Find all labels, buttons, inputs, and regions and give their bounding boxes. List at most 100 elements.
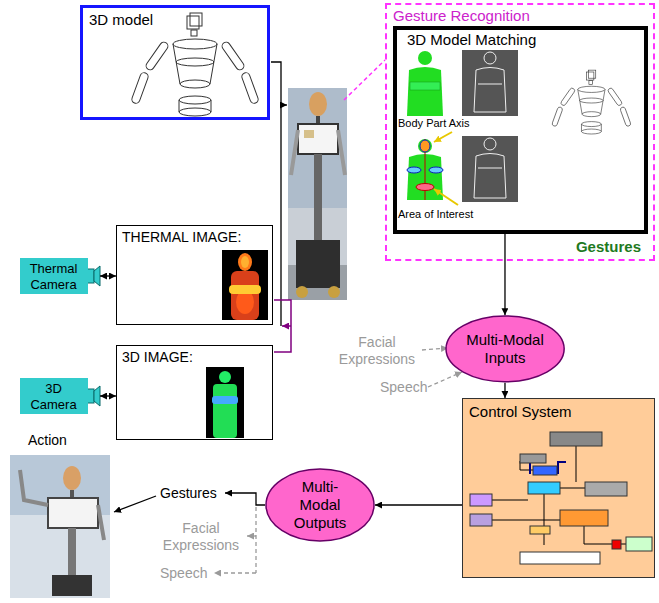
matching-pictures xyxy=(420,140,430,152)
output-label: Gestures xyxy=(576,238,641,256)
control-box: Control System xyxy=(462,398,655,578)
ellipse-label: Multi-Modal Inputs xyxy=(458,331,552,367)
robot-photo xyxy=(288,88,347,300)
matching-pictures xyxy=(434,189,458,205)
depth-picture xyxy=(212,396,238,404)
flow-arrow xyxy=(100,275,116,276)
group-title: Gesture Recognition xyxy=(393,7,647,25)
io-ellipse: Multi-Modal Outputs xyxy=(265,468,375,542)
action-photo xyxy=(68,528,76,576)
action-photo xyxy=(20,470,104,540)
matching-pictures xyxy=(410,82,440,90)
input-bracket xyxy=(282,325,291,327)
matching-pictures xyxy=(462,136,518,202)
robot-photo xyxy=(296,286,308,298)
matching-pictures xyxy=(462,50,518,116)
modality-arrows xyxy=(114,348,462,573)
control-diagram xyxy=(492,446,626,545)
modality-arrows xyxy=(114,496,156,512)
input-label: Speech xyxy=(380,379,427,396)
photo-label: Action xyxy=(28,432,67,449)
matching-pictures xyxy=(474,154,506,199)
robot-photo xyxy=(316,116,320,124)
output-label: Facial Expressions xyxy=(160,520,242,554)
depth-picture xyxy=(206,367,244,438)
input-bracket xyxy=(271,62,291,352)
thermal-picture xyxy=(241,256,249,268)
control-diagram xyxy=(462,398,655,578)
matching-pictures xyxy=(416,184,434,191)
control-diagram xyxy=(550,432,602,446)
flow-arrow xyxy=(100,395,116,396)
action-photo xyxy=(63,466,81,490)
image-box: 3D IMAGE: xyxy=(116,345,273,440)
control-diagram xyxy=(626,537,652,551)
matching-pictures xyxy=(418,51,432,65)
input-bracket xyxy=(274,300,291,352)
control-diagram xyxy=(522,462,566,474)
thermal-picture xyxy=(231,271,259,320)
matching-pictures xyxy=(478,84,502,85)
input-label: Facial Expressions xyxy=(334,334,420,368)
camera-box: Thermal Camera xyxy=(20,258,100,294)
flow-arrow xyxy=(504,234,505,315)
control-diagram xyxy=(612,540,621,549)
action-photo xyxy=(52,575,92,596)
camera-name: 3D Camera xyxy=(23,381,84,412)
box-title: 3D IMAGE: xyxy=(122,349,267,366)
ellipse-shape xyxy=(266,469,374,541)
control-diagram xyxy=(530,526,550,534)
modality-arrows xyxy=(255,507,256,573)
depth-picture xyxy=(219,371,231,383)
robot-photo xyxy=(296,240,340,288)
action-photo xyxy=(10,455,110,598)
control-diagram xyxy=(528,482,560,494)
box-title: THERMAL IMAGE: xyxy=(122,229,267,246)
matching-pictures xyxy=(484,138,496,150)
control-diagram xyxy=(470,514,492,526)
matching-box: 3D Model Matching xyxy=(393,26,648,234)
robot-photo xyxy=(314,154,322,242)
output-label: Gestures xyxy=(160,485,217,502)
robot-wireframe xyxy=(131,13,259,116)
module-group: Gesture RecognitionGestures 3D Model Matc… xyxy=(385,3,655,261)
model-box: 3D model xyxy=(80,5,270,120)
matching-pictures xyxy=(407,167,421,173)
control-diagram xyxy=(520,454,546,463)
robot-photo xyxy=(304,130,314,138)
modality-arrows xyxy=(214,572,256,573)
matching-pictures xyxy=(552,70,632,134)
input-bracket xyxy=(281,104,287,105)
control-diagram xyxy=(585,482,627,496)
modality-arrows xyxy=(428,372,462,387)
control-diagram xyxy=(462,398,655,578)
action-photo xyxy=(10,455,110,598)
flow-arrow xyxy=(504,383,505,398)
robot-photo xyxy=(328,286,340,298)
image-box: THERMAL IMAGE: xyxy=(116,225,273,325)
control-diagram xyxy=(470,494,492,506)
flow-arrow xyxy=(375,504,462,505)
matching-pictures xyxy=(407,67,443,116)
thermal-picture xyxy=(222,250,268,320)
box-title: 3D model xyxy=(89,11,261,29)
robot-photo xyxy=(309,92,327,116)
output-label: Speech xyxy=(160,565,207,582)
action-photo xyxy=(48,498,98,528)
callout-label: Area of Interest xyxy=(398,208,473,221)
matching-pictures xyxy=(429,167,443,173)
matching-pictures xyxy=(474,68,506,113)
camera-box: 3D Camera xyxy=(20,378,100,414)
thermal-picture xyxy=(229,285,261,294)
thermal-picture xyxy=(222,250,268,320)
zoom-leader xyxy=(344,60,385,100)
io-ellipse: Multi-Modal Inputs xyxy=(445,315,565,383)
modality-arrows xyxy=(225,493,265,505)
camera-name: Thermal Camera xyxy=(23,261,84,292)
ellipse-shape xyxy=(446,316,564,382)
thermal-picture xyxy=(238,253,252,271)
matching-pictures xyxy=(434,132,452,142)
